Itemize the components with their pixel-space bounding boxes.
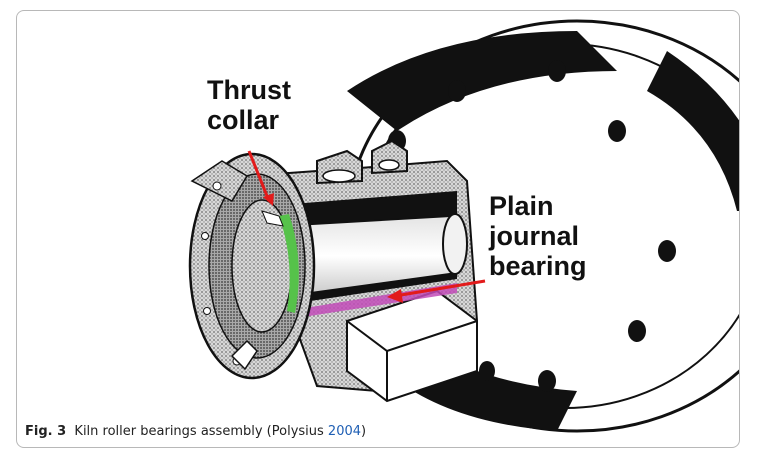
plain-journal-bearing-label: Plain journal bearing <box>489 191 587 281</box>
figure-panel: Thrust collar Plain journal bearing Fig.… <box>16 10 740 448</box>
thrust-collar-band <box>279 214 299 313</box>
caption-text: Kiln roller bearings assembly (Polysius <box>74 424 328 439</box>
plain-journal-bearing-label-line-2: journal <box>489 221 580 251</box>
thrust-collar-arrow <box>247 150 274 206</box>
figure-caption: Fig. 3 Kiln roller bearings assembly (Po… <box>25 424 366 439</box>
citation-link[interactable]: 2004 <box>327 424 362 439</box>
thrust-collar-label-line-2: collar <box>207 105 280 135</box>
plain-journal-bearing-label-line-3: bearing <box>489 251 587 281</box>
caption-closing: ) <box>361 424 367 439</box>
journal-bearing-arrow <box>387 279 486 303</box>
thrust-collar-label: Thrust collar <box>207 75 291 135</box>
plain-journal-bearing-label-line-1: Plain <box>489 191 554 221</box>
thrust-collar-label-line-1: Thrust <box>207 75 291 105</box>
figure-number: Fig. 3 <box>25 424 67 439</box>
kiln-roller-bearing-illustration <box>188 19 739 433</box>
end-cover <box>188 152 316 380</box>
